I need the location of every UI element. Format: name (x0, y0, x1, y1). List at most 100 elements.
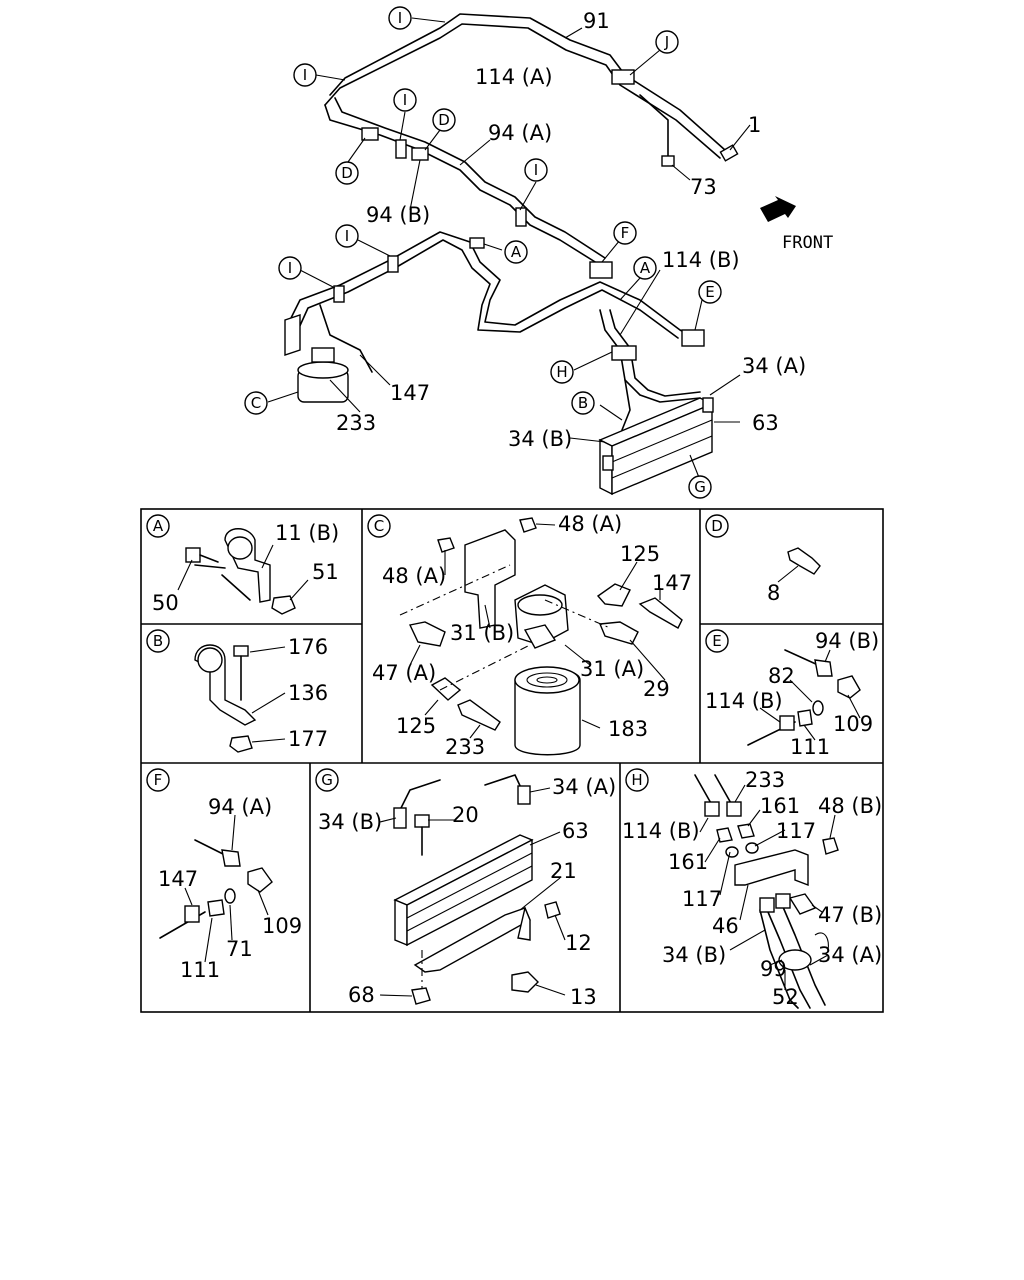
part-label: 1 (748, 113, 761, 137)
part-label: 94 (A) (208, 795, 272, 819)
clip-j (611, 69, 635, 85)
detail-d: D 8 (705, 514, 821, 605)
part-label: 109 (833, 712, 873, 736)
part-label: 71 (226, 937, 253, 961)
part-label: 114 (B) (705, 689, 783, 713)
part-label: 94 (B) (366, 203, 430, 227)
clip-i-2 (515, 207, 527, 227)
part-label: 114 (A) (475, 65, 553, 89)
part-label: 50 (152, 591, 179, 615)
pipe-94b (334, 97, 606, 259)
part-label: 48 (A) (558, 512, 622, 536)
part-label: 176 (288, 635, 328, 659)
detail-f: F 94 (A) 147 109 71 111 (146, 768, 302, 982)
part-label: 68 (348, 983, 375, 1007)
joint-f (589, 261, 613, 279)
part-label: 111 (180, 958, 220, 982)
part-label: E (705, 283, 714, 301)
part-label: 48 (B) (818, 794, 882, 818)
part-label: 147 (158, 867, 198, 891)
part-label: 34 (A) (818, 943, 882, 967)
part-label: 233 (445, 735, 485, 759)
detail-c: C 48 (A) 48 (A) 125 147 31 (B) (367, 512, 692, 759)
detail-b: B 176 136 177 (146, 629, 328, 753)
part-label: 31 (A) (580, 657, 644, 681)
fuel-filter-assembly (284, 314, 349, 403)
detail-h: H 233 161 48 (B) 114 (B) 117 (622, 768, 882, 1009)
part-label: 34 (B) (508, 427, 572, 451)
part-label: H (631, 771, 642, 789)
part-label: 52 (772, 985, 799, 1009)
main-assembly: FRONT (244, 6, 833, 499)
pipe-end-73 (661, 155, 675, 167)
part-label: B (153, 632, 163, 650)
joint-a (469, 237, 485, 249)
part-label: I (403, 91, 407, 109)
part-label: 8 (767, 581, 780, 605)
part-label: 114 (B) (662, 248, 740, 272)
part-label: 34 (B) (662, 943, 726, 967)
joint-d-1 (361, 127, 379, 141)
part-label: 29 (643, 677, 670, 701)
detail-grid (140, 508, 884, 1013)
part-label: 31 (B) (450, 621, 514, 645)
part-label: 233 (336, 411, 376, 435)
part-label: 147 (390, 381, 430, 405)
part-label: I (303, 66, 307, 84)
pipe-lower-2 (297, 239, 679, 339)
part-label: 82 (768, 664, 795, 688)
part-label: 13 (570, 985, 597, 1009)
clip-i-4 (333, 285, 345, 303)
part-label: I (345, 227, 349, 245)
part-label: E (712, 632, 721, 650)
part-label: C (251, 394, 261, 412)
pipe-34b (621, 379, 631, 431)
pipe-114b-2 (609, 309, 701, 397)
part-label: 147 (652, 571, 692, 595)
part-label: I (288, 259, 292, 277)
part-label: 183 (608, 717, 648, 741)
part-label: A (511, 243, 522, 261)
clip-i-3 (387, 255, 399, 273)
front-arrow-icon (760, 196, 796, 222)
part-label: 51 (312, 560, 339, 584)
callouts-main: I I J I D D I I I A F A E H B G C (244, 6, 722, 499)
part-label: D (711, 517, 723, 535)
part-label: 34 (A) (742, 354, 806, 378)
part-label: A (153, 517, 164, 535)
part-label: 34 (B) (318, 810, 382, 834)
pipe-91 (329, 13, 726, 151)
part-label: 114 (B) (622, 819, 700, 843)
part-label: I (534, 161, 538, 179)
part-label: 161 (668, 850, 708, 874)
leader-lines-main (267, 17, 751, 481)
part-label: 20 (452, 803, 479, 827)
pipe-end-1 (719, 144, 739, 162)
joint-e (681, 329, 705, 347)
part-label: H (556, 363, 567, 381)
part-label: 48 (A) (382, 564, 446, 588)
front-label: FRONT (782, 233, 833, 253)
part-label: G (694, 478, 706, 496)
part-label: A (640, 259, 651, 277)
part-label: 46 (712, 914, 739, 938)
part-label: G (321, 771, 333, 789)
clip-i-1 (395, 139, 407, 159)
part-label: 34 (A) (552, 775, 616, 799)
part-label: 63 (562, 819, 589, 843)
part-label: I (398, 9, 402, 27)
part-label: B (578, 394, 588, 412)
detail-a: A 11 (B) 51 50 (146, 514, 339, 615)
joint-h (611, 345, 637, 361)
pipe-94a (324, 104, 601, 266)
part-label: 109 (262, 914, 302, 938)
part-label: 73 (690, 175, 717, 199)
part-label: 111 (790, 735, 830, 759)
labels-main: 91 114 (A) 1 73 94 (A) 94 (B) 114 (B) 34… (336, 9, 806, 451)
part-label: 233 (745, 768, 785, 792)
part-label: 136 (288, 681, 328, 705)
part-label: 47 (B) (818, 903, 882, 927)
part-label: 91 (583, 9, 610, 33)
part-label: 99 (760, 957, 787, 981)
part-label: 117 (682, 887, 722, 911)
